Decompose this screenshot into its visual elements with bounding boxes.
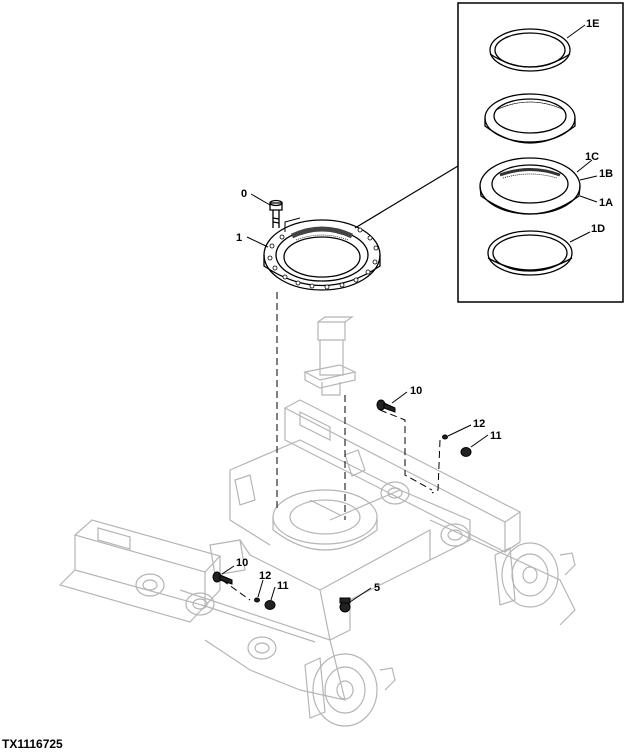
callout-5: 5 — [374, 582, 380, 594]
inset-border — [457, 2, 624, 303]
figure-id: TX1116725 — [2, 737, 63, 751]
callout-10-top: 10 — [410, 385, 422, 397]
callout-1B: 1B — [599, 168, 613, 180]
callout-1C: 1C — [585, 151, 599, 163]
ring-1D — [487, 230, 573, 276]
callout-11-top: 11 — [490, 430, 502, 442]
alignment-lines — [221, 292, 441, 601]
ring-1E — [489, 28, 571, 72]
swing-bearing — [263, 217, 381, 291]
seal-detail-inset: 1E 1C 1B 1A 1D — [354, 2, 624, 303]
callout-1D: 1D — [591, 223, 605, 235]
callout-11-lower: 11 — [277, 580, 289, 592]
callout-1A: 1A — [599, 197, 613, 209]
callout-12-top: 12 — [473, 418, 485, 430]
hardware-lower — [212, 571, 351, 613]
inset-leader — [354, 165, 459, 229]
callout-0: 0 — [241, 188, 247, 200]
ring-1B-assembly — [479, 157, 581, 215]
bolt-0 — [269, 199, 283, 228]
callout-12-lower: 12 — [259, 570, 271, 582]
inset-leader-lines — [566, 24, 598, 243]
callout-1E: 1E — [586, 18, 599, 30]
hardware-top — [376, 399, 472, 457]
undercarriage-frame — [58, 316, 576, 727]
callout-1: 1 — [236, 232, 242, 244]
bearing-bolt-holes — [267, 227, 379, 290]
callout-10-lower: 10 — [236, 557, 248, 569]
main-leader-lines — [221, 193, 489, 603]
ring-seal-upper — [484, 93, 576, 144]
